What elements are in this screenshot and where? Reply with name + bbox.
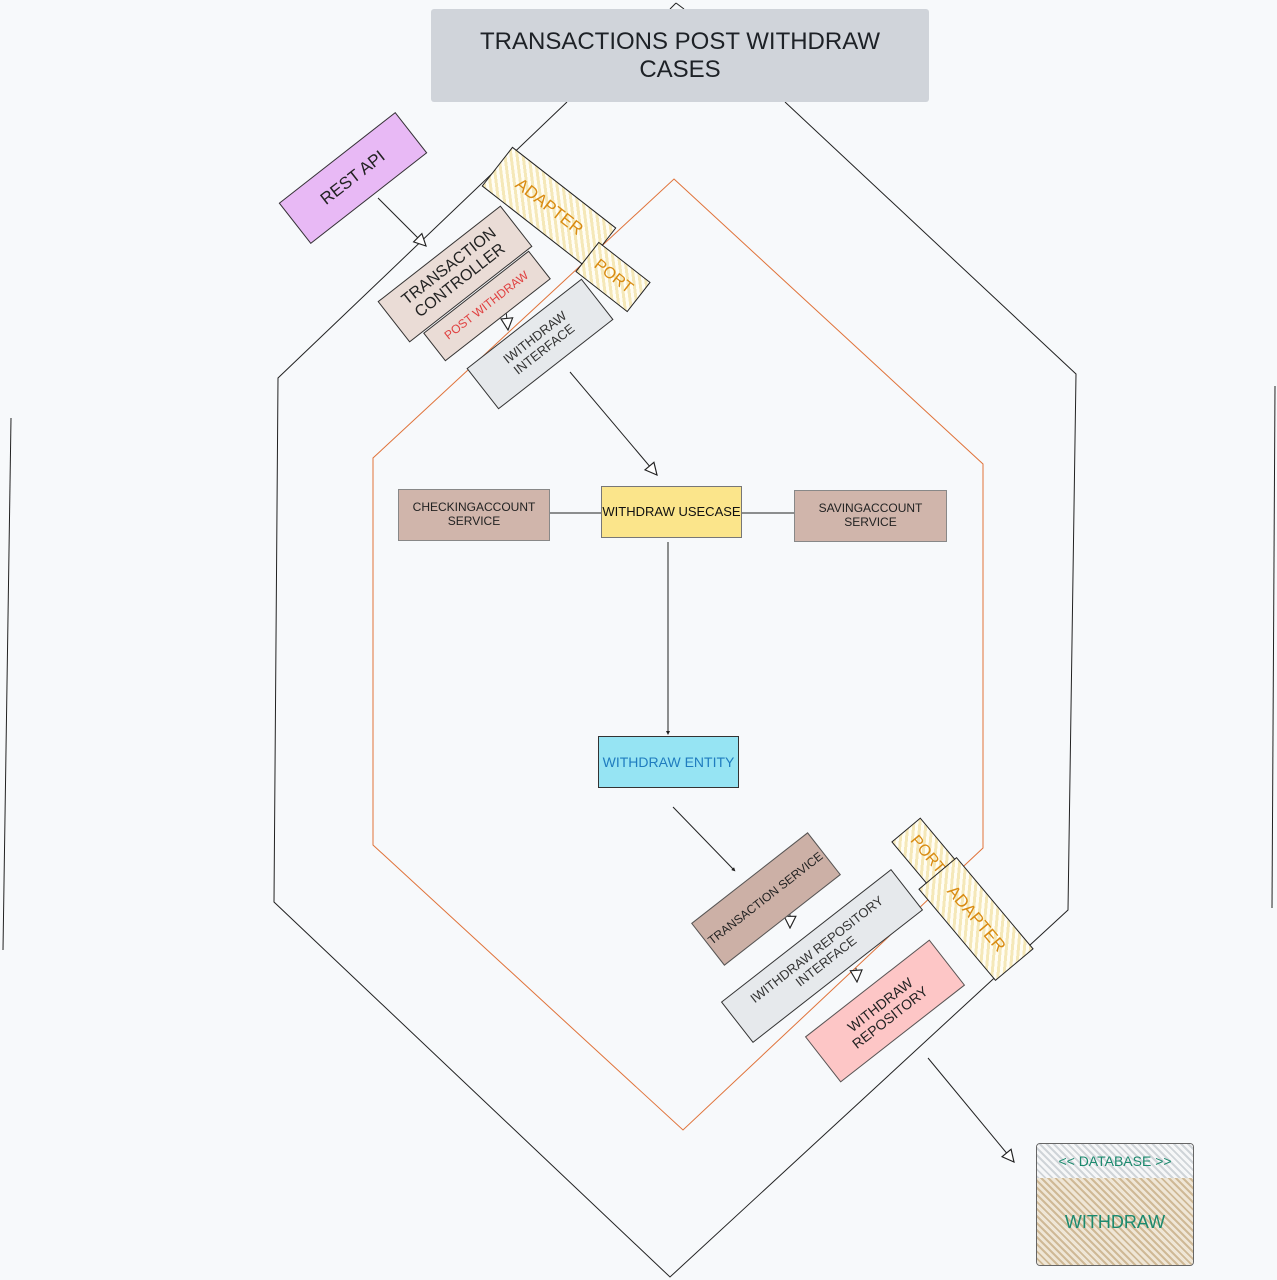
outer-hexagon-top-left [669,2,677,10]
saving-account-service-node: SAVINGACCOUNT SERVICE [794,490,947,542]
outer-hexagon-top-right [675,2,685,10]
database-node: << DATABASE >> WITHDRAW [1036,1143,1194,1266]
left-edge-line [2,417,12,951]
database-name: WITHDRAW [1037,1178,1193,1265]
withdraw-usecase-node: WITHDRAW USECASE [601,486,742,538]
right-edge-line [1271,385,1276,909]
arrow-entity-to-txservice [672,806,736,872]
arrow-restapi-to-controller [377,197,426,246]
checking-account-service-node: CHECKINGACCOUNT SERVICE [398,489,550,541]
outer-hexagon [273,101,1077,1278]
database-stereotype: << DATABASE >> [1037,1144,1193,1179]
arrow-interface-to-usecase [569,371,657,475]
arrow-repoif-to-repo [856,967,857,982]
diagram-title: TRANSACTIONS POST WITHDRAW CASES [431,9,929,102]
inner-hexagon [372,178,984,1131]
arrow-repo-to-database [927,1057,1014,1162]
withdraw-entity-node: WITHDRAW ENTITY [598,736,739,788]
